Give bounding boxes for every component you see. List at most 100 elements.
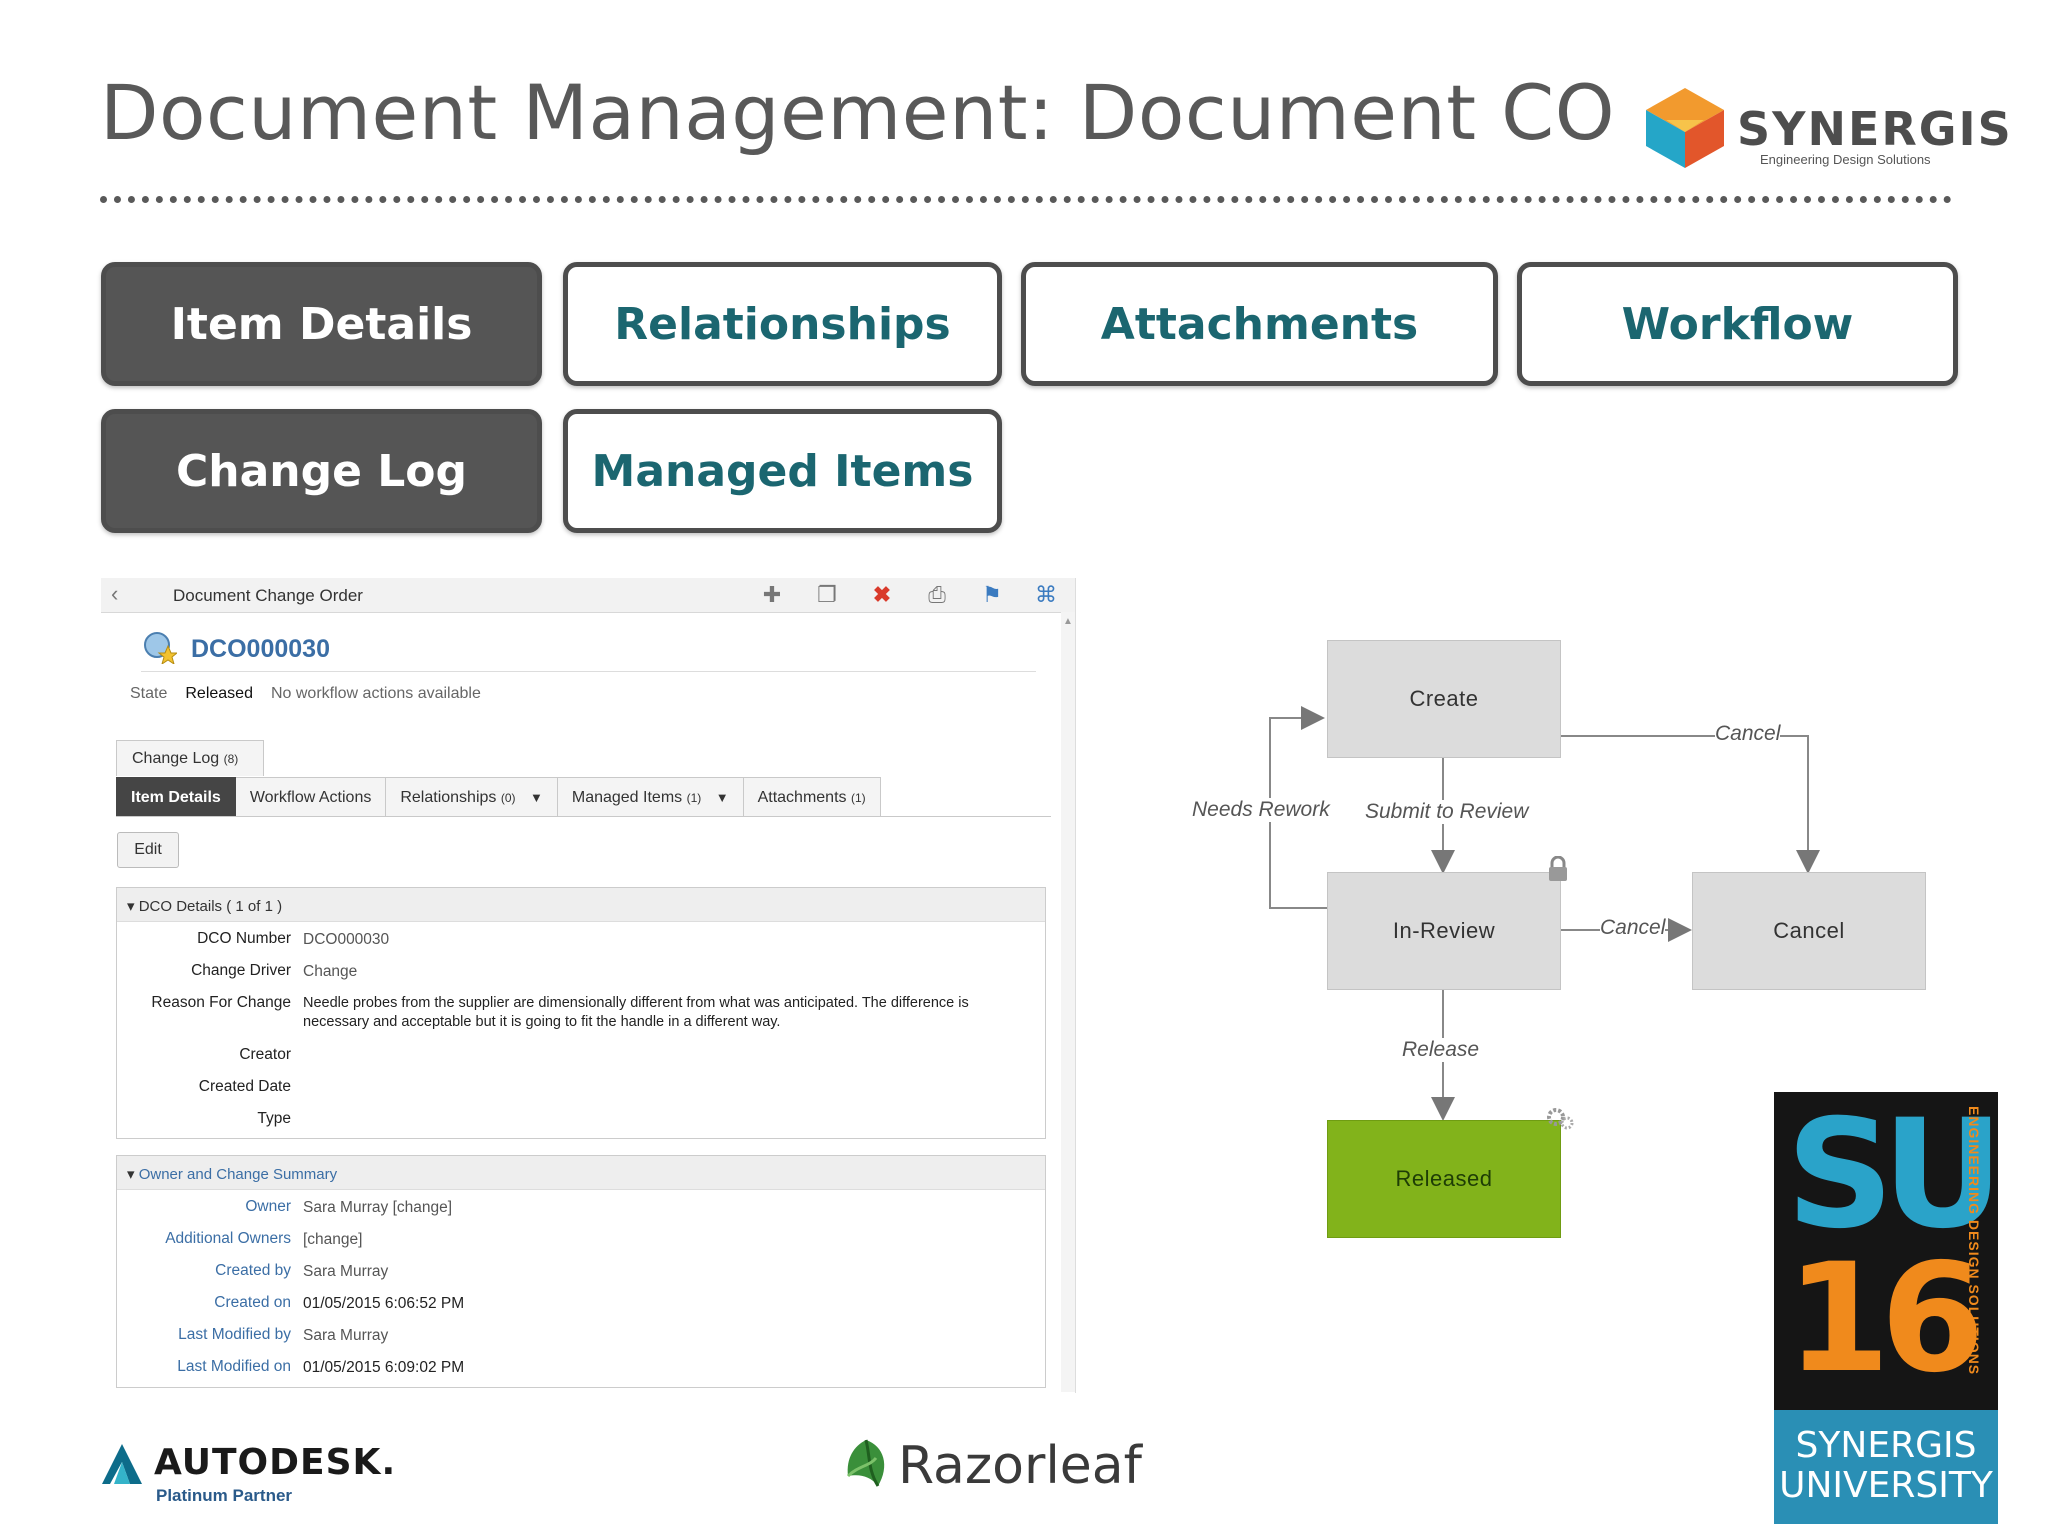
managed-items-button[interactable]: Managed Items bbox=[563, 409, 1002, 533]
tab-change-log[interactable]: Change Log (8) bbox=[116, 740, 264, 776]
synergis-logo: SYNERGIS Engineering Design Solutions bbox=[1640, 86, 2011, 176]
tab-count: (1) bbox=[850, 791, 866, 805]
synergis-logo-mark bbox=[1646, 88, 1724, 168]
item-id: DCO000030 bbox=[191, 635, 330, 663]
field-value: Sara Murray bbox=[303, 1327, 389, 1344]
detail-tabs: Item Details Workflow Actions Relationsh… bbox=[116, 777, 881, 817]
tab-label: Attachments bbox=[757, 789, 847, 806]
tabs-divider bbox=[116, 816, 1051, 817]
autodesk-logo: AUTODESK. Platinum Partner bbox=[100, 1438, 400, 1508]
razorleaf-mark bbox=[846, 1439, 885, 1487]
transition-needs-rework: Needs Rework bbox=[1192, 798, 1330, 822]
state-message: No workflow actions available bbox=[270, 685, 481, 702]
item-id-divider bbox=[141, 671, 1036, 672]
field-value: Change bbox=[303, 963, 358, 980]
transition-release: Release bbox=[1402, 1038, 1480, 1062]
tab-count: (1) bbox=[686, 791, 702, 805]
owner-summary-section: ▾ Owner and Change Summary Owner Sara Mu… bbox=[116, 1155, 1046, 1388]
su16-side-text: ENGINEERING DESIGN SOLUTIONS bbox=[1966, 1106, 1982, 1376]
su16-year: 16 bbox=[1786, 1232, 1985, 1406]
field-value: Needle probes from the supplier are dime… bbox=[303, 995, 969, 1030]
field-label: Creator bbox=[239, 1046, 291, 1063]
delete-icon[interactable]: ✖ bbox=[872, 582, 892, 607]
tab-attachments[interactable]: Attachments (1) bbox=[743, 777, 881, 817]
field-label: Last Modified on bbox=[177, 1358, 291, 1375]
owner-summary-header[interactable]: ▾ Owner and Change Summary bbox=[117, 1156, 1045, 1190]
dropdown-caret-icon[interactable]: ▼ bbox=[529, 790, 543, 805]
razorleaf-wordmark: Razorleaf bbox=[898, 1436, 1142, 1496]
tab-item-details[interactable]: Item Details bbox=[116, 777, 236, 817]
state-released: Released bbox=[1327, 1120, 1561, 1238]
gear-icon bbox=[1547, 1108, 1574, 1130]
transition-cancel-mid: Cancel bbox=[1600, 916, 1666, 940]
field-label: Created by bbox=[215, 1262, 291, 1279]
su16-line2: UNIVERSITY bbox=[1779, 1465, 1993, 1506]
transition-submit-to-review: Submit to Review bbox=[1365, 800, 1529, 824]
edge-cancel-top bbox=[1560, 735, 1820, 874]
workflow-button[interactable]: Workflow bbox=[1517, 262, 1958, 386]
transition-cancel-top: Cancel bbox=[1715, 722, 1781, 746]
field-label: Created on bbox=[214, 1294, 291, 1311]
tab-workflow-actions[interactable]: Workflow Actions bbox=[235, 777, 387, 817]
lock-icon bbox=[1549, 856, 1567, 881]
su16-logo: SU 16 ENGINEERING DESIGN SOLUTIONS SYNER… bbox=[1774, 1092, 1998, 1524]
toolbar-title: Document Change Order bbox=[173, 586, 363, 605]
edit-button[interactable]: Edit bbox=[117, 832, 179, 868]
field-value: 01/05/2015 6:06:52 PM bbox=[303, 1295, 465, 1312]
pin-icon[interactable]: ⚑ bbox=[982, 582, 1002, 607]
field-label: DCO Number bbox=[197, 930, 291, 947]
tab-change-log-label: Change Log bbox=[132, 750, 220, 767]
dco-item-icon bbox=[144, 632, 177, 664]
state-value: Released bbox=[185, 685, 253, 702]
field-label: Reason For Change bbox=[151, 994, 291, 1011]
additional-owners-change-link[interactable]: [change] bbox=[303, 1231, 363, 1248]
tab-label: Relationships bbox=[400, 789, 497, 806]
item-details-button[interactable]: Item Details bbox=[101, 262, 542, 386]
print-icon[interactable]: ⎙ bbox=[928, 582, 946, 607]
tab-label: Workflow Actions bbox=[249, 789, 372, 806]
attachments-button[interactable]: Attachments bbox=[1021, 262, 1498, 386]
state-in-review: In-Review bbox=[1327, 872, 1561, 990]
field-label: Additional Owners bbox=[165, 1230, 291, 1247]
razorleaf-logo: Razorleaf bbox=[840, 1436, 1142, 1506]
collapse-arrow-icon[interactable]: ▾ bbox=[127, 1166, 135, 1183]
dropdown-caret-icon[interactable]: ▼ bbox=[715, 790, 729, 805]
tab-managed-items[interactable]: Managed Items (1) ▼ bbox=[557, 777, 744, 817]
autodesk-wordmark: AUTODESK. bbox=[154, 1442, 397, 1483]
panel-toolbar: ‹ Document Change Order ✚ ❐ ✖ ⎙ ⚑ ⌘ bbox=[101, 578, 1075, 613]
field-label: Change Driver bbox=[191, 962, 291, 979]
autodesk-mark bbox=[102, 1444, 142, 1484]
field-label: Type bbox=[257, 1110, 291, 1127]
synergis-tagline: Engineering Design Solutions bbox=[1760, 152, 1931, 167]
field-value: 01/05/2015 6:09:02 PM bbox=[303, 1359, 465, 1376]
state-label: State bbox=[130, 685, 168, 702]
field-label: Last Modified by bbox=[178, 1326, 291, 1343]
tab-label: Item Details bbox=[131, 789, 221, 806]
tab-change-log-count: (8) bbox=[223, 752, 239, 766]
su16-letters: SU bbox=[1786, 1092, 1998, 1262]
expand-icon[interactable]: ⌘ bbox=[1035, 582, 1057, 607]
dco-details-title: DCO Details ( 1 of 1 ) bbox=[138, 898, 283, 915]
back-arrow-icon[interactable]: ‹ bbox=[111, 581, 119, 606]
owner-change-link[interactable]: Sara Murray [change] bbox=[303, 1199, 453, 1216]
state-cancel: Cancel bbox=[1692, 872, 1926, 990]
collapse-arrow-icon[interactable]: ▾ bbox=[127, 898, 135, 915]
field-label: Owner bbox=[245, 1198, 291, 1215]
dco-details-section: ▾ DCO Details ( 1 of 1 ) DCO Number DCO0… bbox=[116, 887, 1046, 1139]
field-value: DCO000030 bbox=[303, 931, 390, 948]
copy-icon[interactable]: ❐ bbox=[817, 582, 837, 607]
su16-band: SYNERGIS UNIVERSITY bbox=[1774, 1410, 1998, 1524]
add-icon[interactable]: ✚ bbox=[762, 582, 782, 607]
owner-summary-title: Owner and Change Summary bbox=[138, 1166, 338, 1183]
state-create: Create bbox=[1327, 640, 1561, 758]
workflow-diagram: Create In-Review Cancel Released Needs R… bbox=[1180, 620, 1940, 1260]
dco-details-header[interactable]: ▾ DCO Details ( 1 of 1 ) bbox=[117, 888, 1045, 922]
panel-scrollbar[interactable]: ▲ bbox=[1061, 612, 1075, 1392]
change-log-button[interactable]: Change Log bbox=[101, 409, 542, 533]
tab-relationships[interactable]: Relationships (0) ▼ bbox=[386, 777, 558, 817]
synergis-wordmark: SYNERGIS bbox=[1737, 102, 2013, 156]
relationships-button[interactable]: Relationships bbox=[563, 262, 1002, 386]
su16-line1: SYNERGIS bbox=[1795, 1425, 1977, 1466]
state-row: State Released No workflow actions availab… bbox=[130, 685, 481, 703]
tab-count: (0) bbox=[500, 791, 516, 805]
